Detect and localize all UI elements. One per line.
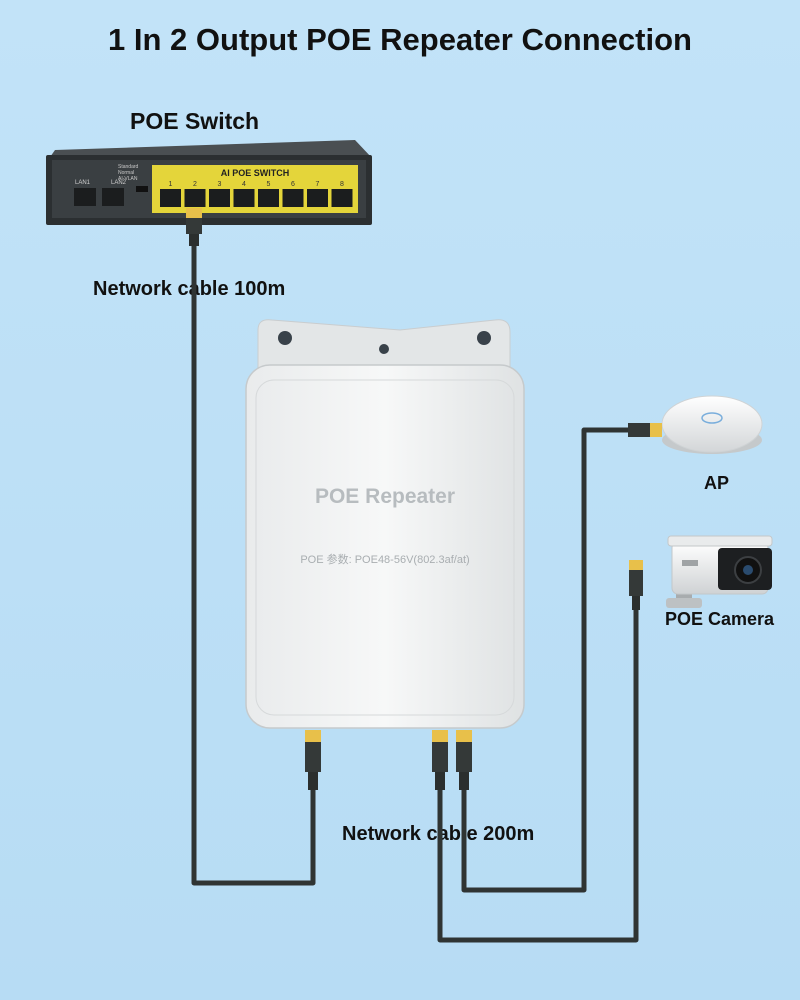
poe-port-number-3: 3: [218, 181, 222, 188]
connector-camera: [629, 560, 643, 610]
cable-switch-to-repeater: [191, 245, 316, 886]
poe-port-4: [233, 189, 255, 207]
poe-port-6: [282, 189, 304, 207]
poe-camera: [666, 535, 773, 608]
lan2-port: [102, 188, 124, 206]
connector-repeater-input: [305, 730, 321, 790]
camera-sunshield: [667, 535, 773, 547]
mode-text-3: AI-VLAN: [118, 176, 138, 182]
switch-label: POE Switch: [130, 108, 260, 134]
poe-port-1: [160, 189, 181, 207]
connector-repeater-output-1: [432, 730, 448, 790]
repeater-spec: POE 参数: POE48-56V(802.3af/at): [300, 552, 469, 566]
poe-port-number-5: 5: [267, 181, 271, 188]
mode-switch: [136, 186, 148, 192]
mount-hole-left: [278, 331, 292, 345]
poe-port-2: [184, 189, 206, 207]
ap-body: [661, 395, 763, 453]
access-point: [661, 395, 763, 454]
poe-ports-group: 1 2 3 4 5 6 7 8: [160, 181, 353, 207]
poe-port-number-6: 6: [291, 181, 295, 188]
poe-port-number-1: 1: [169, 181, 173, 188]
cable-repeater-to-camera: [437, 608, 639, 943]
poe-port-number-4: 4: [242, 181, 246, 188]
mode-text-2: Normal: [118, 170, 134, 176]
switch-brand-text: AI POE SWITCH: [221, 168, 290, 178]
poe-port-number-7: 7: [316, 181, 320, 188]
diagram-title: 1 In 2 Output POE Repeater Connection: [108, 22, 692, 57]
camera-label: POE Camera: [665, 609, 775, 629]
lan1-text: LAN1: [75, 180, 91, 186]
poe-port-5: [258, 189, 279, 207]
poe-port-8: [331, 189, 353, 207]
mode-text-1: Standard: [118, 164, 139, 170]
poe-port-7: [307, 189, 328, 207]
ap-label: AP: [704, 473, 730, 493]
connector-switch-input: [186, 208, 202, 246]
repeater-name: POE Repeater: [315, 485, 455, 508]
input-cable-label: Network cable 100m: [93, 278, 286, 300]
mount-hole-center: [379, 344, 389, 354]
poe-port-3: [209, 189, 230, 207]
connector-ap: [628, 423, 662, 437]
repeater-body: [245, 364, 525, 729]
poe-port-number-2: 2: [193, 181, 197, 188]
connector-repeater-output-2: [456, 730, 472, 790]
poe-port-number-8: 8: [340, 181, 344, 188]
mount-hole-right: [477, 331, 491, 345]
cable-repeater-to-ap: [461, 427, 628, 893]
poe-switch: LAN1 LAN2 Standard Normal AI-VLAN AI POE…: [46, 140, 372, 225]
ap-status-light: [701, 412, 723, 424]
lan2-text: LAN2: [111, 180, 127, 186]
lan1-port: [74, 188, 96, 206]
poe-repeater: POE Repeater POE 参数: POE48-56V(802.3af/a…: [245, 319, 525, 729]
